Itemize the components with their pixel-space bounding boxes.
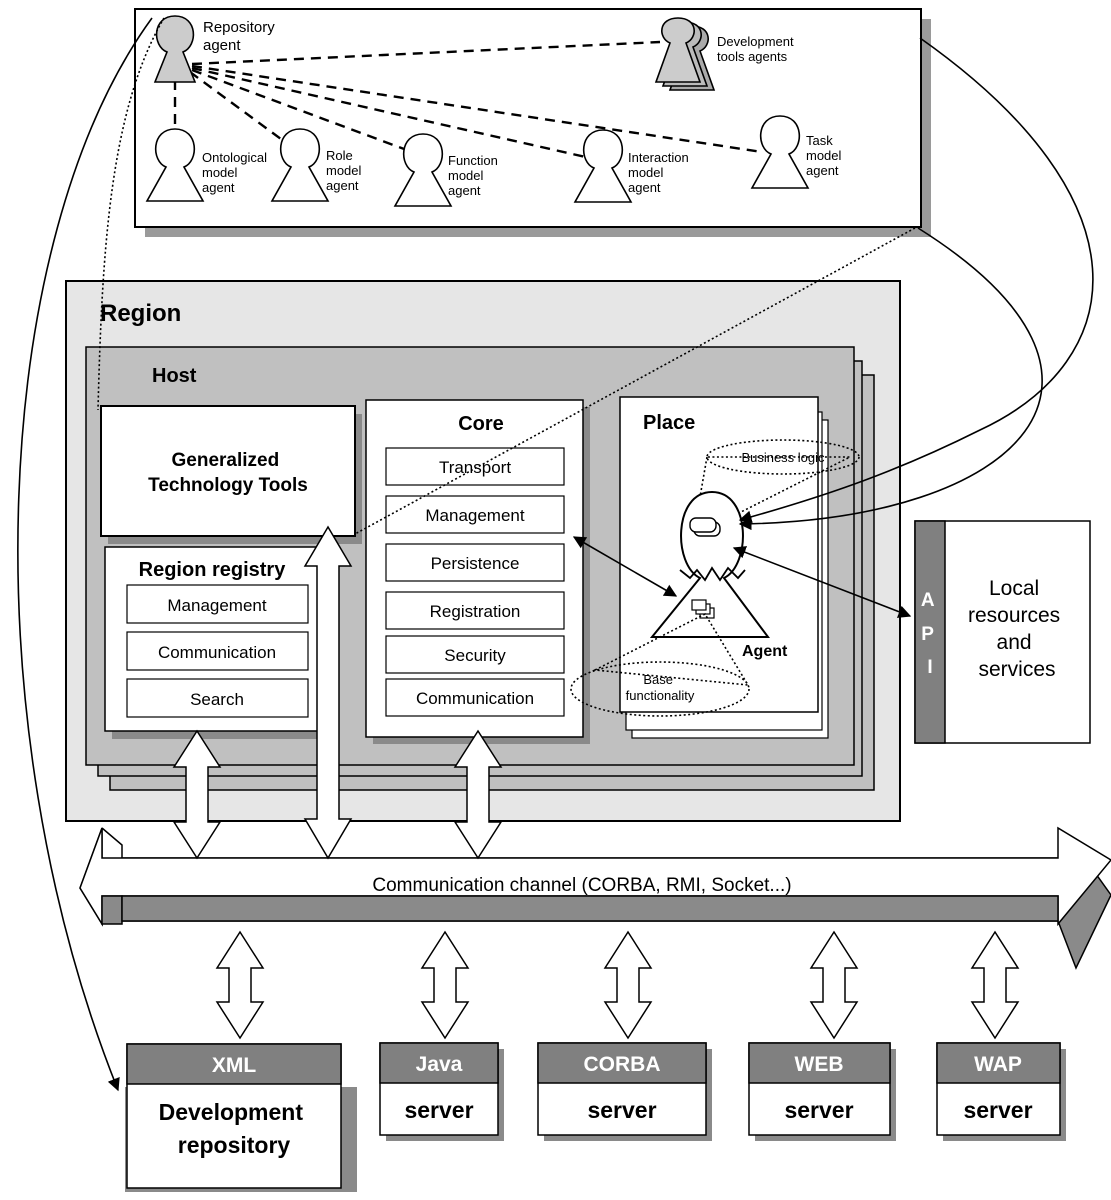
server-wap[interactable]: WAP server — [936, 1042, 1066, 1141]
place-title: Place — [643, 412, 695, 434]
svg-text:Management: Management — [167, 596, 267, 615]
base-functionality-bubble — [570, 661, 750, 717]
business-logic-label: Business logic — [741, 450, 825, 465]
region-registry-title: Region registry — [139, 559, 287, 581]
core-item[interactable]: Management — [385, 495, 565, 534]
api-label: A P I — [921, 590, 939, 678]
communication-channel[interactable]: Communication channel (CORBA, RMI, Socke… — [79, 826, 1111, 970]
core-item[interactable]: Transport — [385, 447, 565, 486]
local-resources-label: Local resources and services — [968, 577, 1066, 681]
registry-item[interactable]: Management — [126, 584, 309, 624]
server-web[interactable]: WEB server — [748, 1042, 896, 1141]
ontological-agent-label: Ontological model agent — [202, 150, 271, 195]
server-header: WAP — [974, 1053, 1022, 1076]
host-title: Host — [152, 365, 197, 387]
repository-agent-label: Repository agent — [203, 19, 279, 54]
server-header: WEB — [795, 1053, 844, 1076]
gtt-box[interactable] — [100, 405, 356, 537]
svg-text:Search: Search — [190, 690, 244, 709]
block-arrows — [172, 525, 1020, 1040]
svg-text:Persistence: Persistence — [431, 554, 520, 573]
registry-item[interactable]: Communication — [126, 631, 309, 671]
registry-item[interactable]: Search — [126, 678, 309, 718]
channel-label: Communication channel (CORBA, RMI, Socke… — [372, 875, 791, 896]
region: Region Host Generalized Technology Tools… — [65, 280, 912, 822]
agents-panel: Repository agent Development tools agent… — [134, 8, 931, 237]
repository-agent-icon[interactable] — [153, 15, 197, 83]
server-body: server — [784, 1097, 853, 1123]
core-item[interactable]: Security — [385, 635, 565, 674]
server-body: Development repository — [159, 1099, 310, 1158]
svg-text:Management: Management — [425, 506, 525, 525]
core-item[interactable]: Persistence — [385, 543, 565, 582]
server-body: server — [587, 1097, 656, 1123]
svg-text:Communication: Communication — [416, 689, 534, 708]
server-java[interactable]: Java server — [379, 1042, 504, 1141]
server-xml[interactable]: XML Development repository — [125, 1043, 357, 1192]
development-tools-agents-label: Development tools agents — [717, 34, 797, 64]
server-corba[interactable]: CORBA server — [537, 1042, 712, 1141]
development-tools-agents-icon[interactable] — [654, 17, 716, 91]
gtt-label: Generalized Technology Tools — [148, 450, 308, 496]
server-body: server — [404, 1097, 473, 1123]
role-agent-label: Role model agent — [326, 148, 365, 193]
core-item[interactable]: Communication — [385, 678, 565, 717]
connector-lines — [17, 17, 1094, 1092]
business-logic-bubble — [706, 439, 860, 475]
local-resources-panel[interactable]: A P I Local resources and services — [914, 520, 1091, 744]
svg-text:Communication: Communication — [158, 643, 276, 662]
svg-text:Registration: Registration — [430, 602, 521, 621]
core-item[interactable]: Registration — [385, 591, 565, 630]
server-header: XML — [212, 1054, 257, 1077]
function-agent-label: Function model agent — [448, 153, 502, 198]
task-agent-label: Task model agent — [806, 133, 845, 178]
server-header: Java — [416, 1053, 463, 1076]
region-title: Region — [100, 300, 181, 327]
server-body: server — [963, 1097, 1032, 1123]
svg-text:Security: Security — [444, 646, 506, 665]
place-agent-label: Agent — [742, 643, 788, 660]
base-functionality-label: Base functionality — [626, 672, 695, 703]
api-bar — [914, 520, 946, 744]
interaction-agent-label: Interaction model agent — [628, 150, 692, 195]
server-header: CORBA — [584, 1053, 661, 1076]
core-title: Core — [458, 413, 504, 435]
